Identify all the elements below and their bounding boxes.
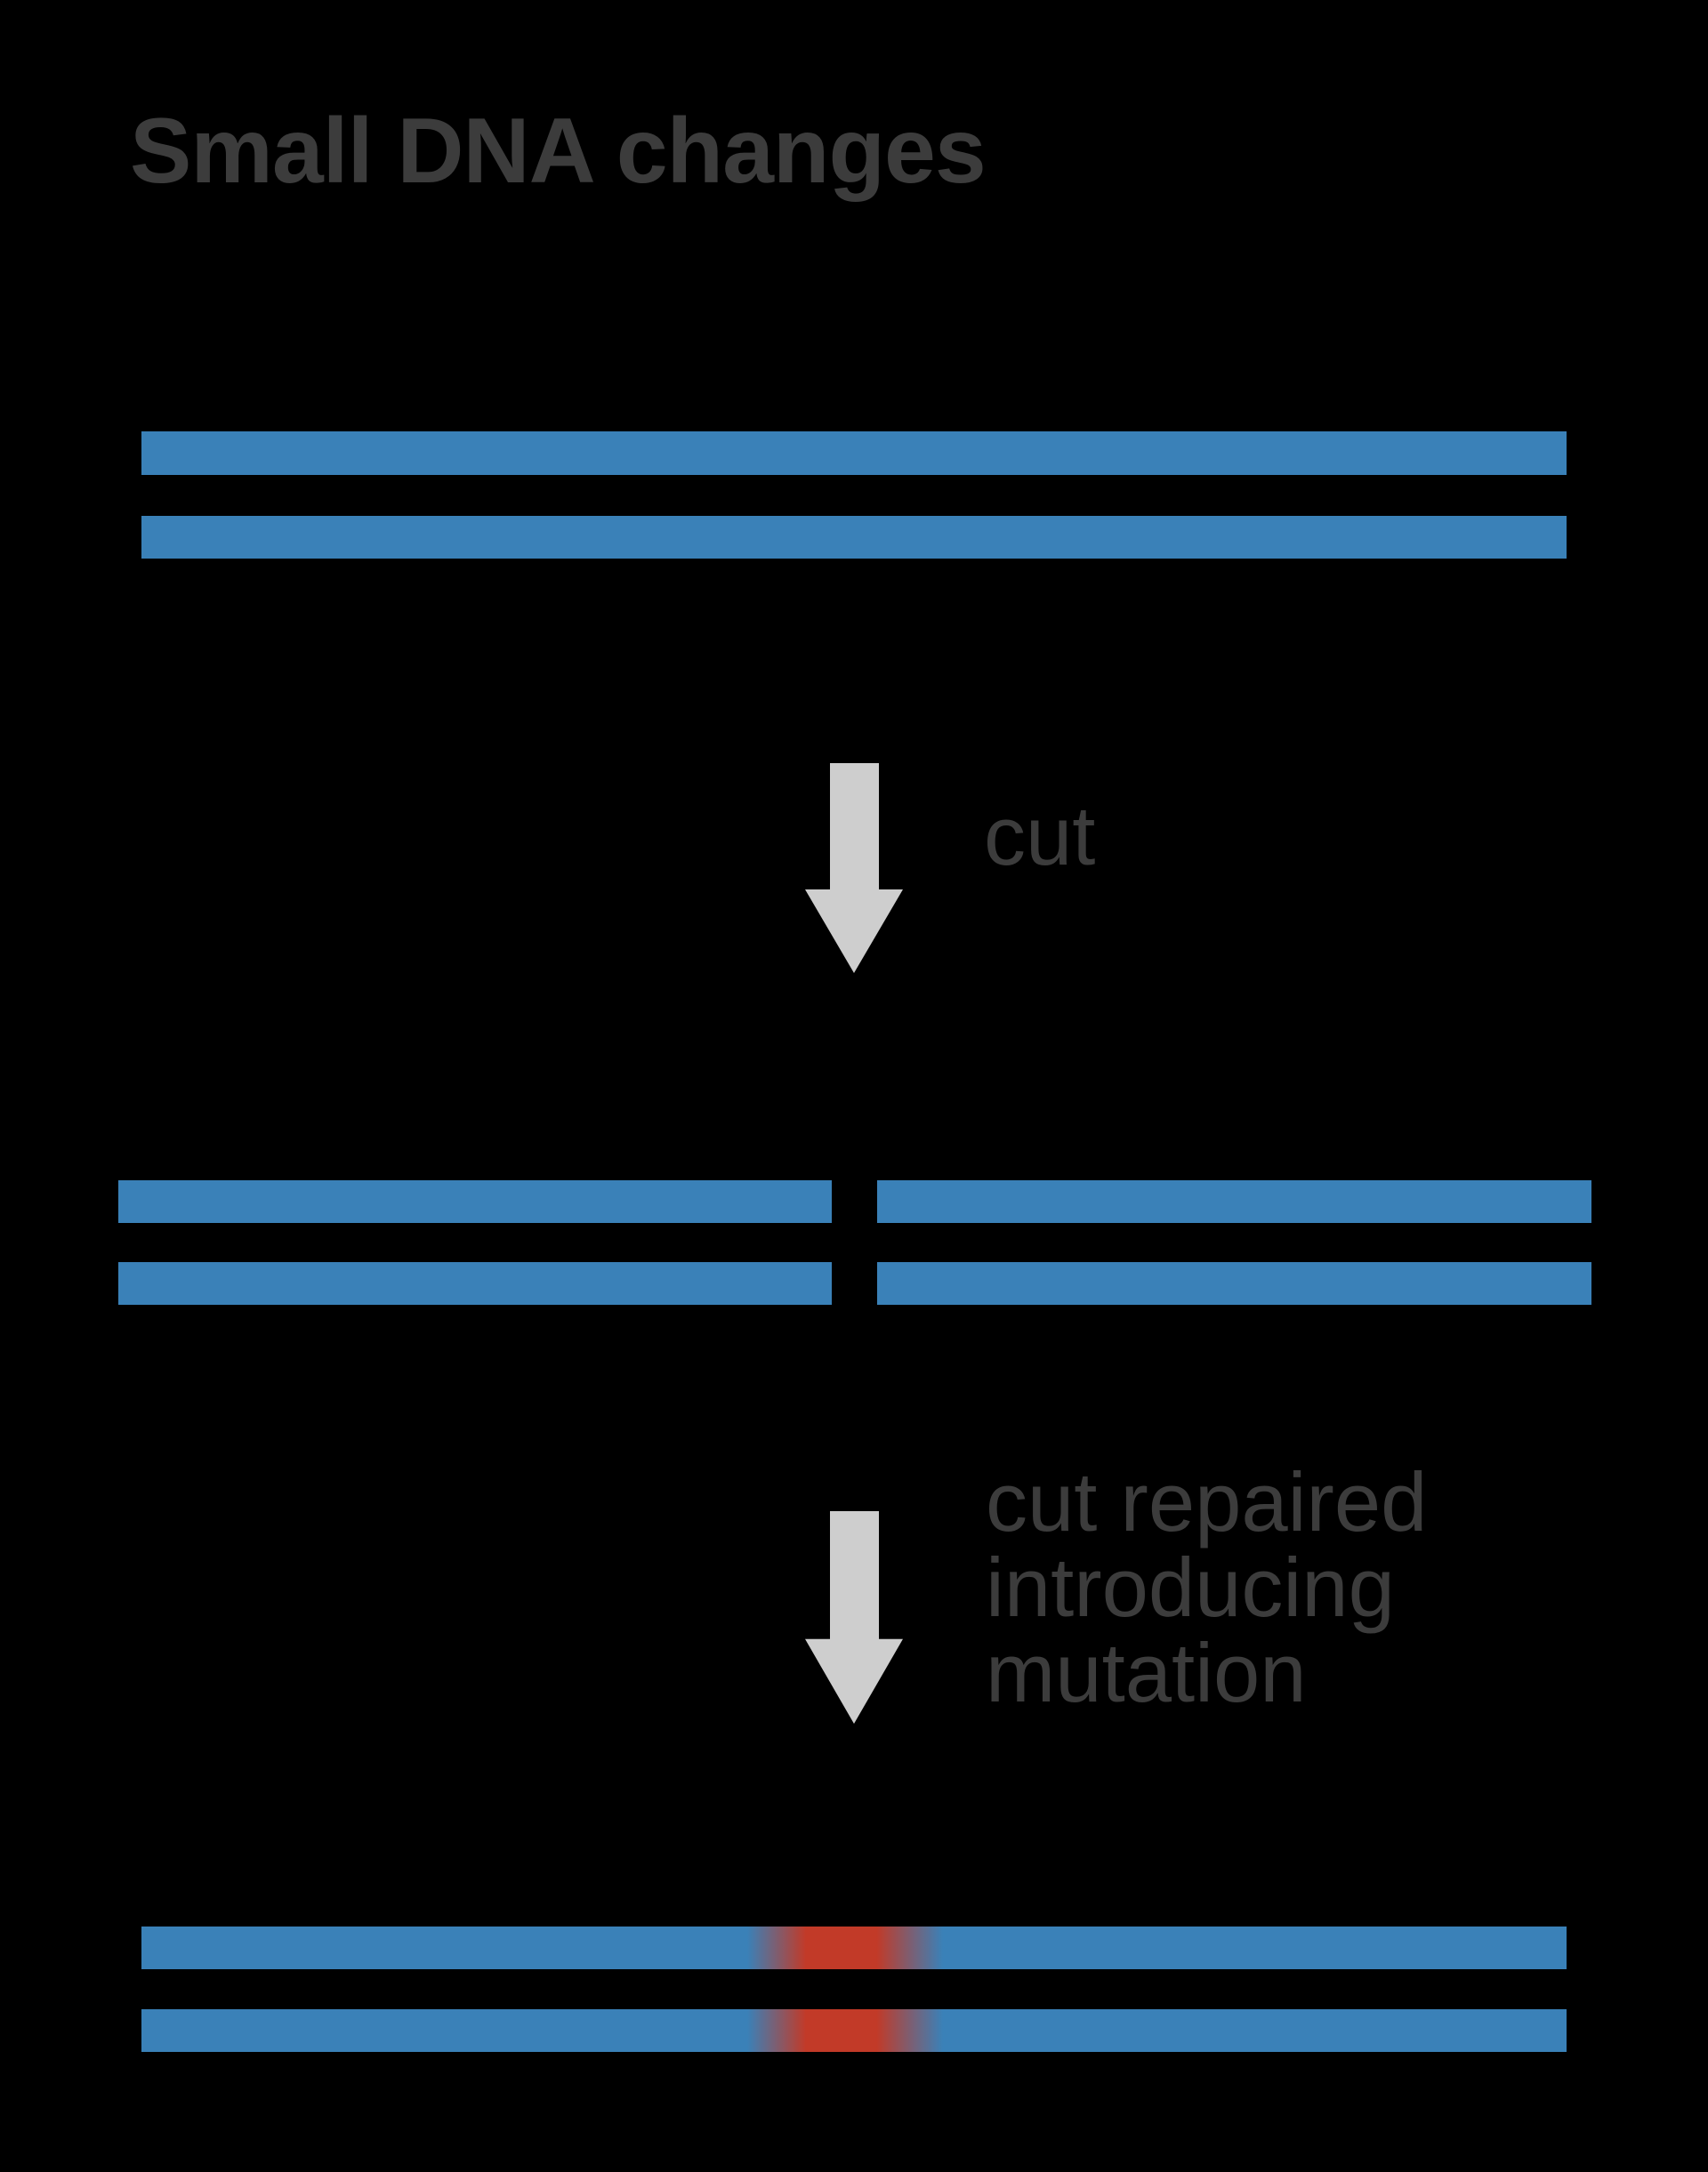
mutation-site [747,2009,943,2052]
repair-label-line3: mutation [986,1626,1307,1719]
dna-strand-bottom [141,2009,1567,2052]
repair-label-line1: cut repaired [986,1455,1428,1549]
dna-strand-top-right-fragment [877,1180,1591,1223]
cut-label: cut [984,789,1096,882]
dna-strand-bottom-right-fragment [877,1262,1591,1305]
mutation-site [747,1927,943,1969]
dna-strand-top-left-fragment [118,1180,832,1223]
dna-strand-top [141,431,1567,475]
dna-strand-top [141,1927,1567,1969]
dna-strand-bottom [141,516,1567,559]
dna-strand-bottom-left-fragment [118,1262,832,1305]
repair-label-line2: introducing [986,1541,1395,1634]
down-arrow-icon [805,763,903,973]
down-arrow-icon [805,1511,903,1724]
page-title: Small DNA changes [130,100,987,203]
repair-label: cut repaired introducing mutation [986,1460,1427,1716]
